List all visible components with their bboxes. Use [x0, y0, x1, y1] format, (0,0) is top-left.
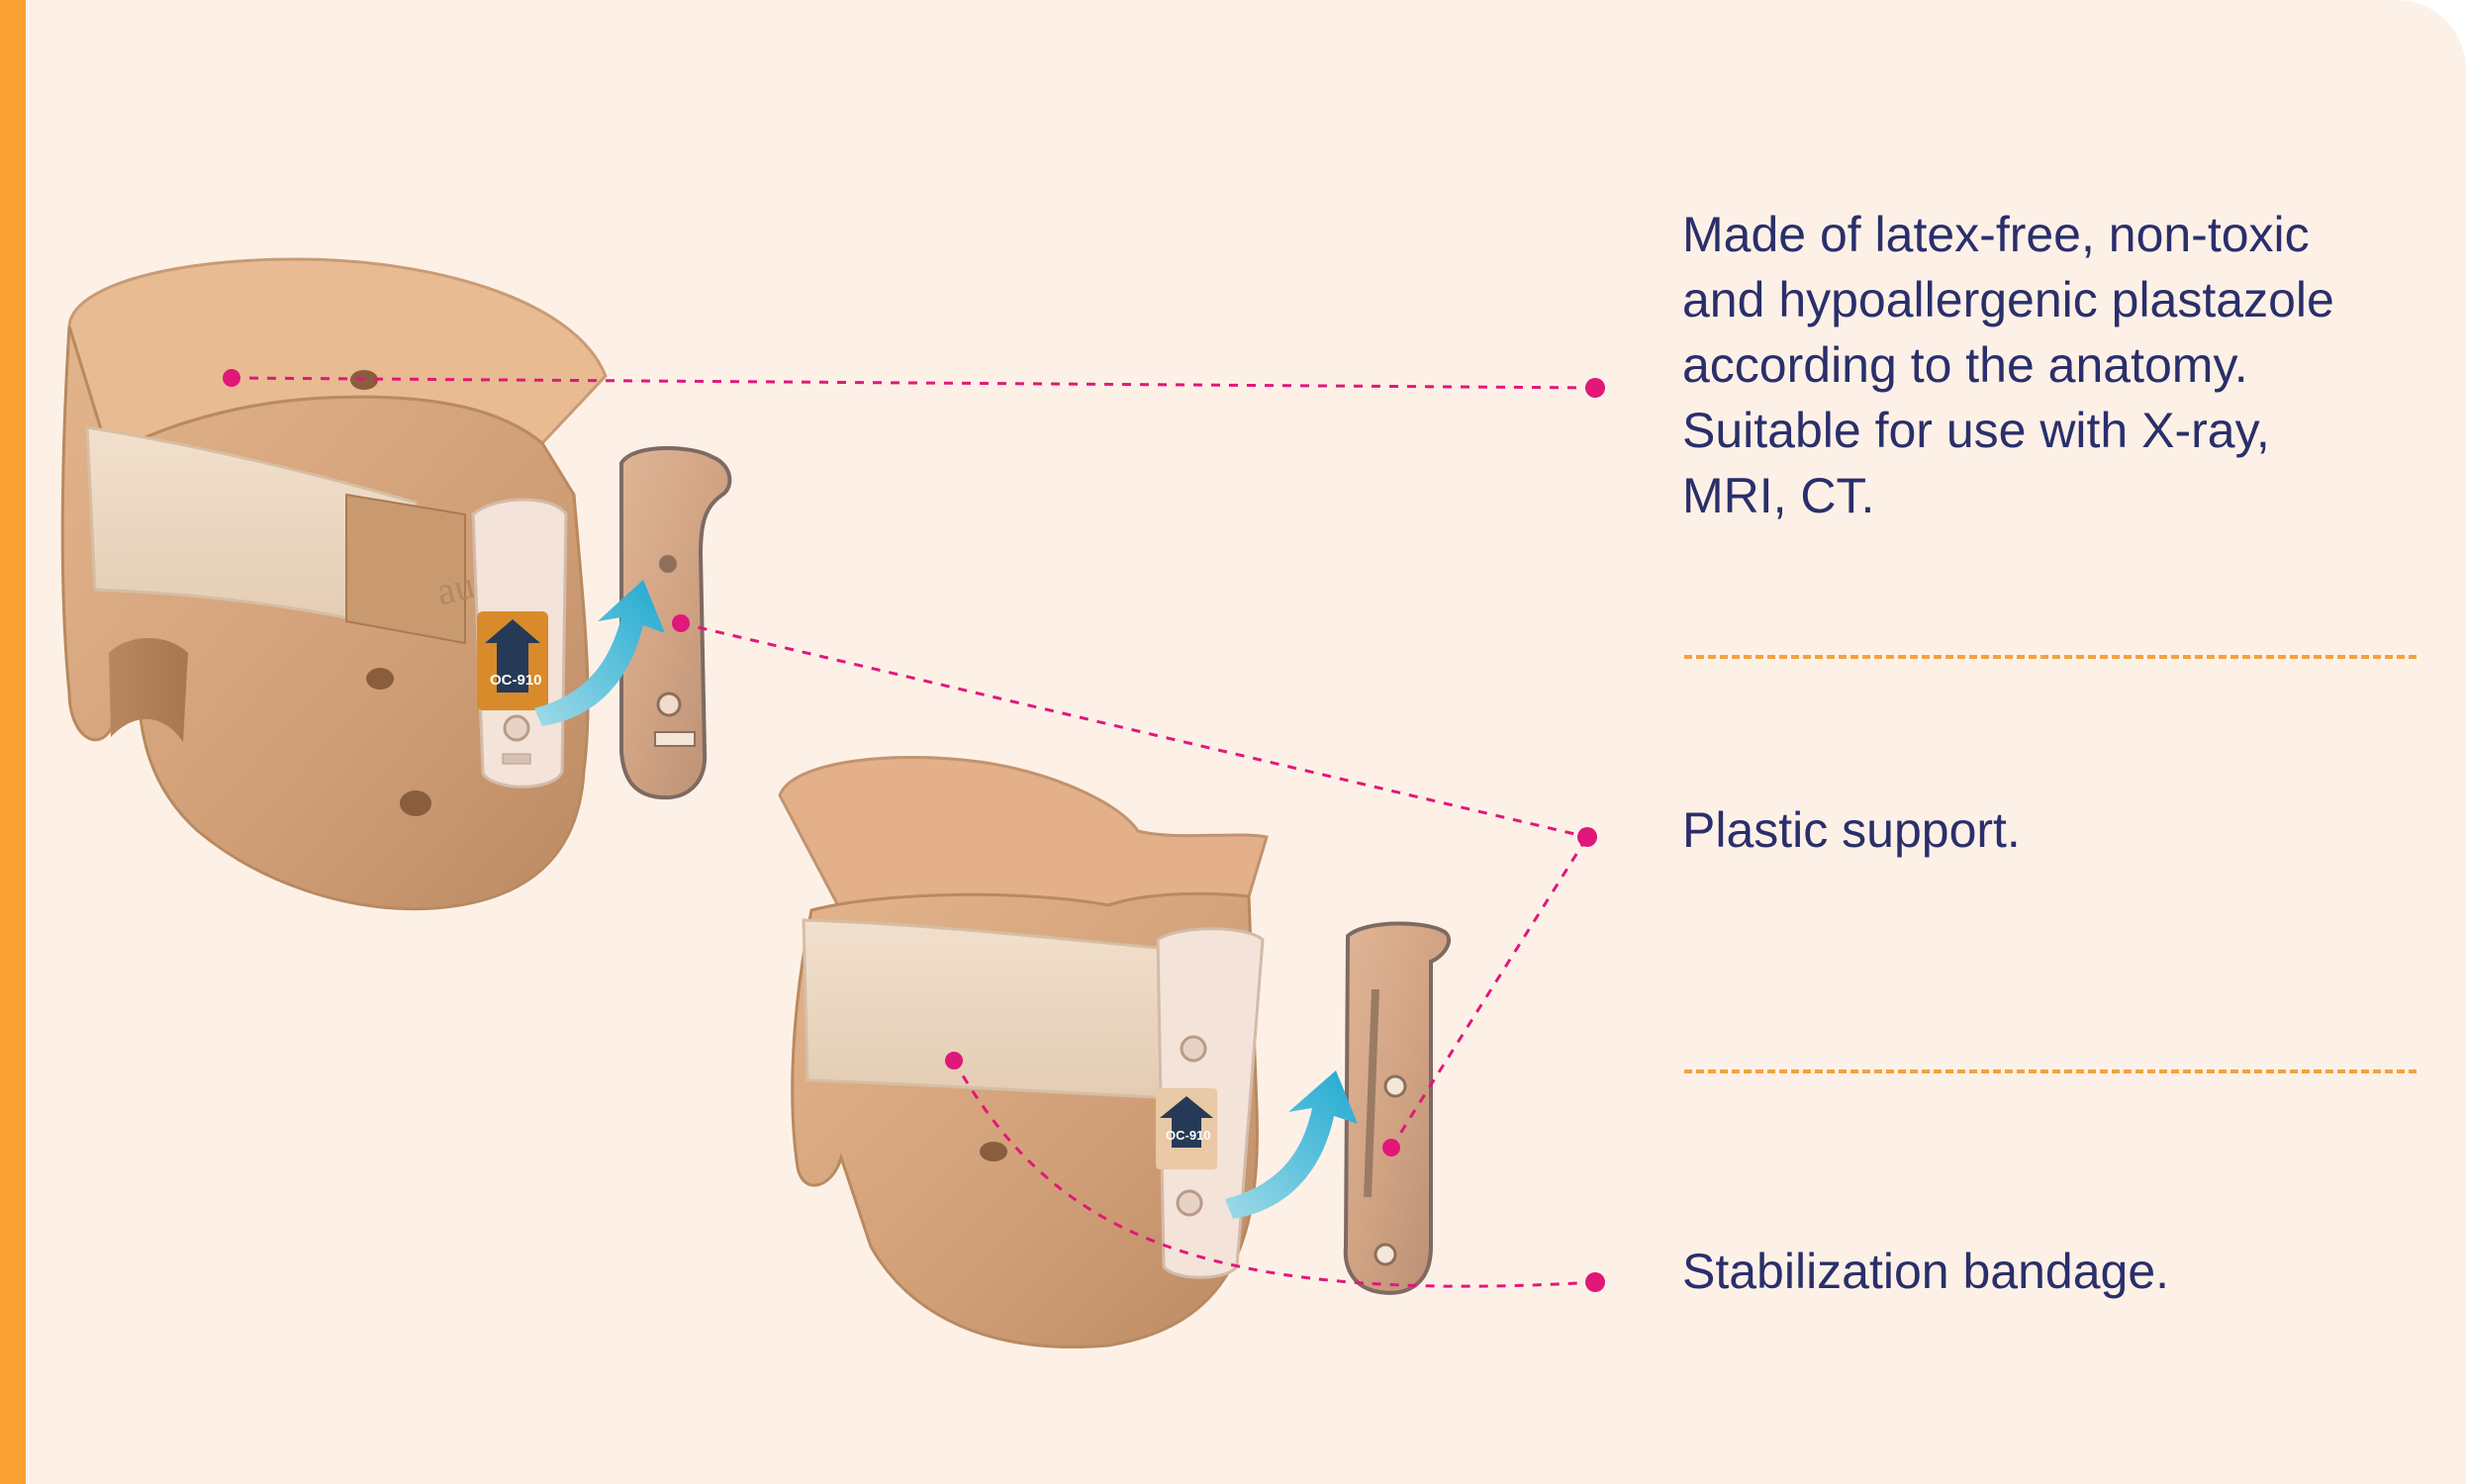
insert-arrow-1 — [534, 580, 665, 726]
size-label-arrow — [1160, 1096, 1213, 1148]
callout-dots — [223, 369, 1605, 1292]
feature-material-line: according to the anatomy. — [1682, 337, 2248, 393]
feature-stabilization-bandage: Stabilization bandage. — [1682, 1244, 2170, 1299]
callout-dot-icon — [1577, 827, 1597, 847]
feature-material-line: MRI, CT. — [1682, 468, 1875, 523]
size-label-arrow — [485, 619, 540, 693]
feature-material-description: Made of latex-free, non-toxic and hypoal… — [1682, 202, 2434, 528]
callout-dot-icon — [1585, 378, 1605, 398]
callout-dot-icon — [672, 614, 690, 632]
feature-material-line: Made of latex-free, non-toxic — [1682, 207, 2310, 262]
callout-dot-icon — [1585, 1272, 1605, 1292]
collar-small: OC-910 — [778, 755, 1269, 1349]
callout-line-support-upper — [680, 621, 1588, 839]
dashed-divider — [1684, 655, 2417, 659]
buckle-rivet — [503, 714, 530, 742]
accent-bar — [0, 0, 26, 1484]
callout-dot-icon — [1382, 1139, 1400, 1157]
size-label-model: OC-910 — [1166, 1128, 1211, 1143]
feature-material-line: and hypoallergenic plastazole — [1682, 272, 2334, 327]
collar-large: aurafix OC-910 — [60, 257, 608, 911]
callout-dot-icon — [945, 1052, 963, 1069]
vent-hole — [366, 668, 394, 690]
insert-arrow-2 — [1225, 1070, 1358, 1219]
callout-line-bandage — [952, 1060, 1596, 1288]
vent-hole — [980, 1142, 1007, 1161]
callout-line-support-lower — [1389, 836, 1589, 1149]
feature-material-line: Suitable for use with X-ray, — [1682, 403, 2270, 458]
collar-small-strap — [802, 918, 1180, 1100]
support-insert-small — [1343, 921, 1451, 1295]
collar-large-strap-velcro — [345, 493, 466, 645]
vent-hole — [400, 790, 431, 816]
dashed-divider — [1684, 1069, 2417, 1073]
callout-lines — [231, 376, 1596, 1288]
callout-dot-icon — [223, 369, 240, 387]
buckle-slot — [502, 753, 531, 765]
buckle-rivet — [1180, 1035, 1207, 1063]
buckle-rivet — [1176, 1189, 1203, 1217]
feature-plastic-support: Plastic support. — [1682, 802, 2021, 858]
collar-large-neck-cutout — [109, 638, 188, 742]
callout-line-material — [231, 376, 1596, 390]
size-label-model: OC-910 — [490, 672, 542, 689]
